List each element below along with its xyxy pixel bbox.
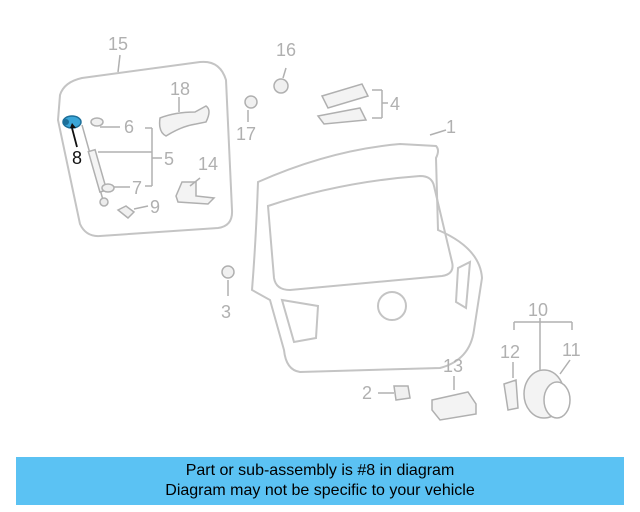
caption-line-1: Part or sub-assembly is #8 in diagram: [185, 462, 455, 479]
callout-10: 10: [528, 300, 548, 320]
callout-8: 8: [72, 148, 82, 168]
inset-panel-outline: [56, 60, 234, 238]
callout-1: 1: [446, 117, 456, 137]
fastener-2: [378, 385, 411, 401]
clip-9: [116, 205, 149, 220]
hinge-4: [316, 83, 388, 125]
callout-14: 14: [198, 154, 218, 174]
tailgate-1: [250, 129, 484, 374]
callout-13: 13: [443, 356, 463, 376]
caption-bar: Part or sub-assembly is #8 in diagram Di…: [16, 457, 624, 505]
callout-4: 4: [390, 94, 400, 114]
hose-18: [158, 97, 210, 137]
leader-15: [117, 54, 121, 73]
callout-5: 5: [164, 149, 174, 169]
gas-strut-5: [81, 124, 109, 207]
caption-line-2: Diagram may not be specific to your vehi…: [165, 482, 475, 499]
callout-3: 3: [221, 302, 231, 322]
callout-6: 6: [124, 117, 134, 137]
handle-assembly-10: [503, 318, 573, 419]
parts-diagram: 15 16 18 4 6 1 17 8 5 14 7 9 3 10 12 11 …: [56, 34, 581, 421]
callout-17: 17: [236, 124, 256, 144]
fastener-16: [273, 67, 289, 94]
highlighted-part-8[interactable]: [62, 115, 82, 148]
leaders-5-6-7: [90, 117, 162, 193]
callout-18: 18: [170, 79, 190, 99]
callout-2: 2: [362, 383, 372, 403]
callout-9: 9: [150, 197, 160, 217]
callout-11: 11: [562, 340, 581, 360]
callout-12: 12: [500, 342, 520, 362]
lock-13: [431, 376, 477, 421]
fastener-17: [244, 95, 258, 122]
callout-15: 15: [108, 34, 128, 54]
fastener-3: [221, 265, 235, 296]
callout-16: 16: [276, 40, 296, 60]
bracket-14: [175, 177, 216, 205]
callout-7: 7: [132, 178, 142, 198]
